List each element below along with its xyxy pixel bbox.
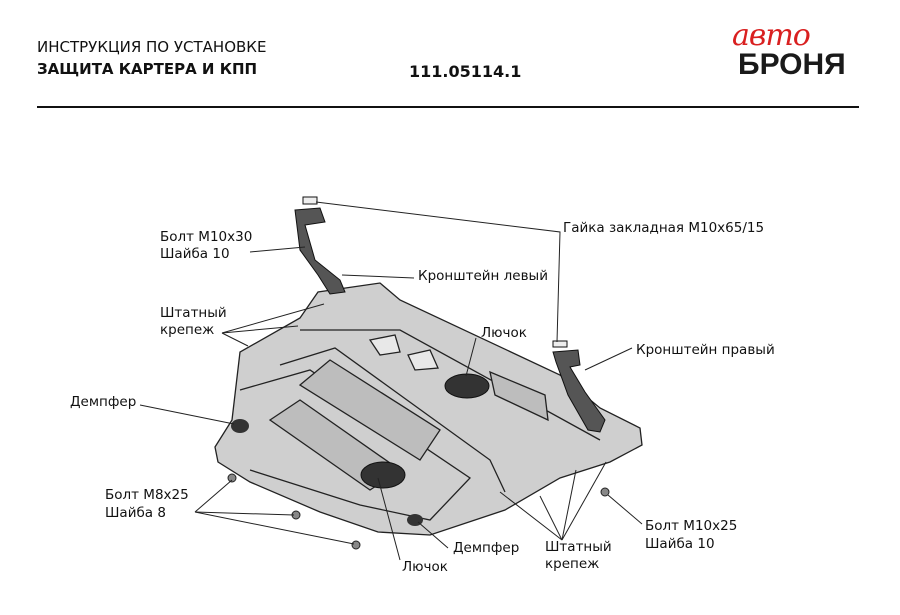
label-bolt-m10x30: Болт М10x30 [160, 229, 253, 245]
label-bracket-left: Кронштейн левый [418, 268, 548, 284]
label-std-fastener-bottom-2: крепеж [545, 556, 600, 572]
label-hatch-top: Лючок [481, 325, 527, 341]
label-washer-10-top: Шайба 10 [160, 246, 230, 262]
label-std-fastener-top-2: крепеж [160, 322, 215, 338]
bracket-right-icon [552, 340, 606, 433]
logo-text-avto: авто [732, 18, 811, 53]
part-number: 111.05114.1 [409, 62, 522, 81]
label-washer-10-bottom: Шайба 10 [645, 536, 715, 552]
label-std-fastener-top: Штатный [160, 305, 227, 321]
label-bracket-right: Кронштейн правый [636, 342, 775, 358]
logo-text-bronya: БРОНЯ [738, 48, 846, 81]
leader-lines [139, 201, 643, 561]
instruction-subtitle: ИНСТРУКЦИЯ ПО УСТАНОВКЕ [37, 38, 267, 56]
label-bolt-m10x25: Болт М10x25 [645, 518, 738, 534]
label-std-fastener-bottom: Штатный [545, 539, 612, 555]
product-title: ЗАЩИТА КАРТЕРА И КПП [37, 60, 258, 78]
label-bolt-m8x25: Болт М8x25 [105, 487, 189, 503]
skid-plate [214, 282, 643, 536]
header-divider [37, 106, 859, 108]
label-nut-embedded: Гайка закладная М10х65/15 [563, 220, 765, 236]
bolt-icon [227, 473, 610, 550]
label-damper-bottom: Демпфер [453, 540, 520, 556]
avtobronya-logo: авто БРОНЯ [728, 18, 858, 81]
label-hatch-bottom: Лючок [402, 559, 448, 575]
label-washer-8: Шайба 8 [105, 505, 166, 521]
bracket-left-icon [294, 196, 346, 295]
label-damper-left: Демпфер [70, 394, 137, 410]
